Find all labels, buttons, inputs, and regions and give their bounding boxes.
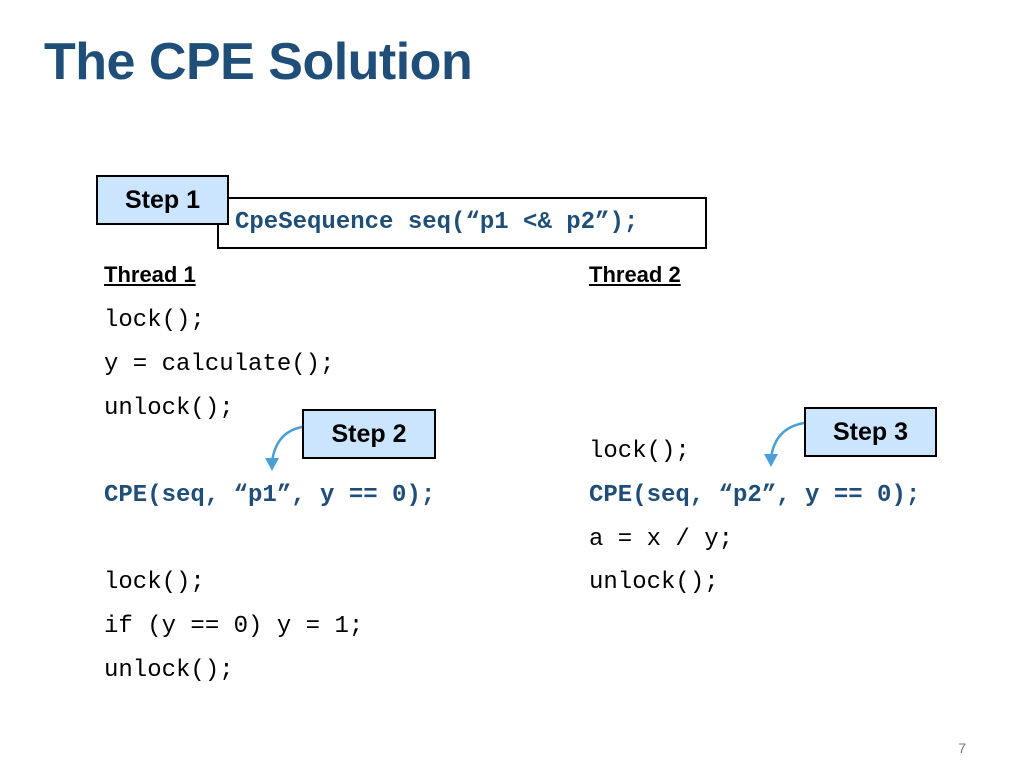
step-3-arrow-icon <box>764 421 805 467</box>
thread-2-cpe-call: CPE(seq, “p2”, y == 0); <box>589 482 921 509</box>
thread-2-line-3: a = x / y; <box>589 526 734 553</box>
slide-title: The CPE Solution <box>44 33 473 91</box>
thread-2-heading: Thread 2 <box>589 262 681 287</box>
sequence-box <box>217 197 707 249</box>
thread-1-line-2: y = calculate(); <box>104 351 335 378</box>
step-3-label: Step 3 <box>804 407 937 457</box>
step-1-label: Step 1 <box>96 175 229 225</box>
thread-1-line-6: if (y == 0) y = 1; <box>104 613 364 640</box>
step-2-label: Step 2 <box>302 409 436 459</box>
thread-2-line-4: unlock(); <box>589 569 719 596</box>
thread-2-line-1: lock(); <box>589 438 690 465</box>
thread-1-line-7: unlock(); <box>104 657 234 684</box>
thread-1-line-3: unlock(); <box>104 395 234 422</box>
thread-1-cpe-call: CPE(seq, “p1”, y == 0); <box>104 482 436 509</box>
step-2-arrow-icon <box>265 425 303 471</box>
thread-1-line-1: lock(); <box>104 307 205 334</box>
thread-1-heading: Thread 1 <box>104 262 196 287</box>
sequence-declaration: CpeSequence seq(“p1 <& p2”); <box>235 209 639 236</box>
thread-1-line-5: lock(); <box>104 569 205 596</box>
page-number: 7 <box>958 740 966 756</box>
